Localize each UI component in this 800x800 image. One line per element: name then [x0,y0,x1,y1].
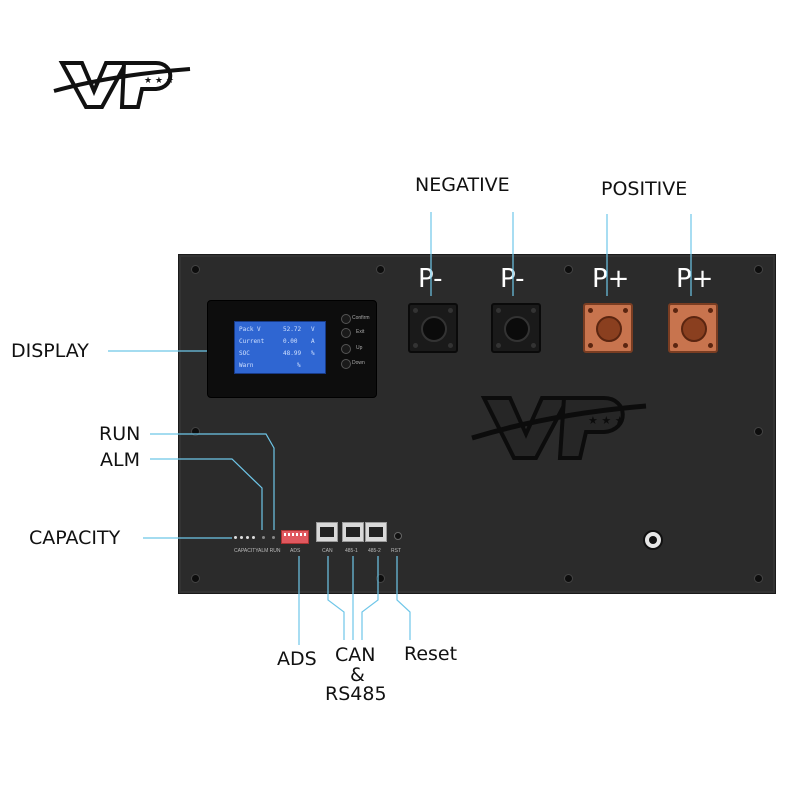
lcd-row-unit: % [297,362,301,369]
port-label: ADS [290,548,301,554]
exit-button[interactable] [341,328,351,338]
screw-icon [191,427,200,436]
screw-icon [191,574,200,583]
screw-icon [376,574,385,583]
lcd-row-label: Current [239,338,265,345]
terminal-label: P+ [676,264,714,294]
port-label: ALM RUN [258,548,281,554]
capacity-led [234,536,237,539]
negative-callout: NEGATIVE [415,174,510,196]
screw-icon [754,427,763,436]
port-label: RST [391,548,401,554]
port-label: CAN [322,548,333,554]
terminal-label: P+ [592,264,630,294]
lcd-row-value: 0.00 [283,338,298,345]
breather-port [643,530,663,550]
up-button[interactable] [341,344,351,354]
down-button-label: Down [352,360,365,366]
alm-callout: ALM [100,449,140,471]
lcd-row-unit: A [311,338,315,345]
display-callout: DISPLAY [11,340,89,362]
confirm-button-label: Confirm [352,315,370,321]
terminal-label: P- [418,264,443,294]
alm-led [262,536,265,539]
screw-icon [564,265,573,274]
negative-terminal[interactable] [408,303,458,353]
reset-button[interactable] [394,532,402,540]
capacity-led [240,536,243,539]
positive-callout: POSITIVE [601,178,688,200]
can-callout: CAN [335,644,376,666]
screw-icon [191,265,200,274]
run-led [272,536,275,539]
port-label: 485-1 [345,548,358,554]
and-callout: & [350,664,365,686]
lcd-row-value: 48.99 [283,350,302,357]
exit-button-label: Exit [356,329,365,335]
ads-dip-switch[interactable] [281,530,309,544]
positive-terminal[interactable] [583,303,633,353]
down-button[interactable] [341,359,351,369]
negative-terminal[interactable] [491,303,541,353]
screw-icon [376,265,385,274]
ads-callout: ADS [277,648,317,670]
lcd-row-unit: V [311,326,315,333]
port-label: CAPACITY [234,548,259,554]
brand-logo: ★ ★ ★ VP [52,55,194,115]
port-label: 485-2 [368,548,381,554]
rs485-port-2[interactable] [365,522,387,542]
screw-icon [754,574,763,583]
confirm-button[interactable] [341,314,351,324]
svg-text:★ ★ ★: ★ ★ ★ [144,76,174,86]
capacity-led [246,536,249,539]
capacity-callout: CAPACITY [29,527,121,549]
reset-callout: Reset [404,643,458,665]
screw-icon [754,265,763,274]
lcd-row-label: Pack V [239,326,261,333]
lcd-row-value: 52.72 [283,326,302,333]
screw-icon [564,574,573,583]
panel-logo: ★ ★ ★ [470,388,650,468]
rs485-port-1[interactable] [342,522,364,542]
lcd-row-unit: % [311,350,315,357]
run-callout: RUN [99,423,141,445]
positive-terminal[interactable] [668,303,718,353]
lcd-row-label: SOC [239,350,250,357]
lcd-screen: Pack V 52.72 V Current 0.00 A SOC 48.99 … [234,321,326,374]
terminal-label: P- [500,264,525,294]
capacity-led [252,536,255,539]
rs485-callout: RS485 [325,683,387,705]
lcd-row-label: Warn [239,362,254,369]
svg-text:★ ★ ★: ★ ★ ★ [588,414,625,427]
up-button-label: Up [356,345,363,351]
can-port[interactable] [316,522,338,542]
